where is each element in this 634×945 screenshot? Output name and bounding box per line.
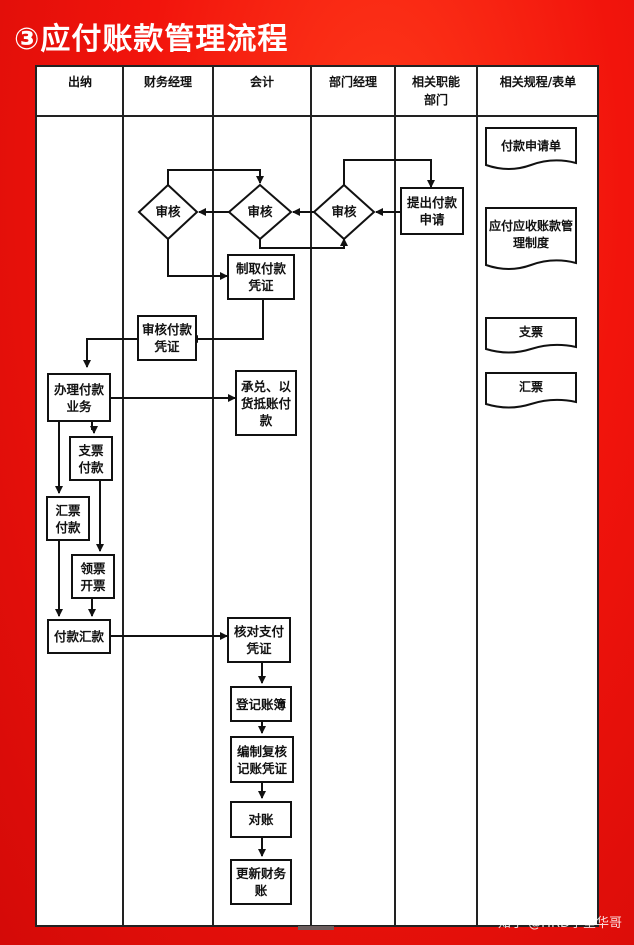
form-label: 应付应收账款管理制度 — [488, 219, 573, 250]
column-header-related-dept: 相关职能部门 — [411, 75, 460, 107]
handle-payment-box: 办理付款业务 — [47, 373, 111, 422]
form-label: 付款申请单 — [500, 138, 561, 153]
review-label-dept: 审核 — [331, 204, 357, 219]
lane-divider — [310, 67, 312, 925]
ledger-box: 登记账簿 — [230, 686, 292, 722]
review-label-acct: 审核 — [247, 204, 273, 219]
bottom-tab-mark — [298, 926, 334, 930]
lane-divider — [394, 67, 396, 925]
form-label: 汇票 — [518, 379, 543, 394]
form-draft: 汇票 — [485, 372, 577, 410]
flowchart-sheet: 出纳 财务经理 会计 部门经理 相关职能部门 相关规程/表单 — [35, 65, 599, 927]
compile-voucher-box: 编制复核记账凭证 — [230, 736, 294, 783]
column-header-cashier: 出纳 — [67, 75, 92, 89]
header-divider — [37, 115, 597, 117]
column-header-finance-manager: 财务经理 — [143, 75, 192, 89]
form-label: 支票 — [518, 324, 543, 339]
lane-divider — [212, 67, 214, 925]
update-ledger-box: 更新财务账 — [230, 859, 292, 905]
apply-payment-box: 提出付款申请 — [400, 187, 464, 235]
flow-connectors — [55, 159, 435, 857]
accept-payment-box: 承兑、以货抵账付款 — [235, 370, 297, 436]
column-header-dept-manager: 部门经理 — [328, 75, 377, 89]
draft-payment-box: 汇票付款 — [46, 496, 90, 541]
form-check: 支票 — [485, 317, 577, 355]
form-payment-request: 付款申请单 — [485, 127, 577, 173]
review-label-fm: 审核 — [155, 204, 181, 219]
make-voucher-box: 制取付款凭证 — [227, 254, 295, 300]
verify-voucher-box: 核对支付凭证 — [227, 617, 291, 663]
check-payment-box: 支票付款 — [69, 436, 113, 481]
get-ticket-box: 领票开票 — [71, 554, 115, 599]
form-ar-ap-policy: 应付应收账款管理制度 — [485, 207, 577, 273]
lane-divider — [476, 67, 478, 925]
reconcile-box: 对账 — [230, 801, 292, 838]
remit-box: 付款汇款 — [47, 619, 111, 654]
page-title: ③应付账款管理流程 — [14, 22, 289, 57]
column-header-accountant: 会计 — [249, 75, 274, 89]
review-voucher-box: 审核付款凭证 — [137, 315, 197, 361]
watermark: 知乎 @HRD学堂华哥 — [498, 916, 622, 931]
lane-divider — [122, 67, 124, 925]
column-header-forms: 相关规程/表单 — [499, 75, 577, 89]
